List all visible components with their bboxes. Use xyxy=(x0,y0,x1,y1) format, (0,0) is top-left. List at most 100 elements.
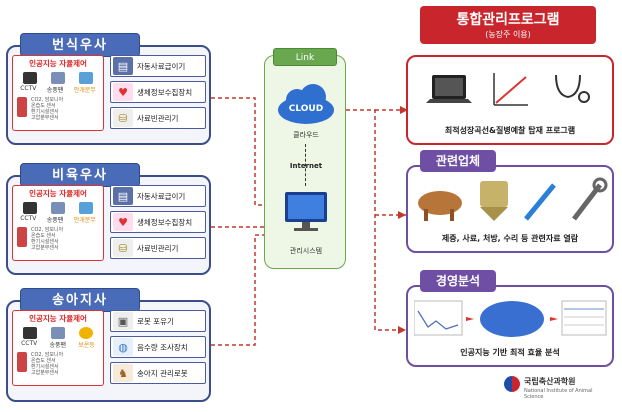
silo-icon: ⛁ xyxy=(113,239,133,257)
ai-label: 송풍팬 xyxy=(46,87,64,94)
monitor-icon xyxy=(285,192,327,231)
device-calf-robot: ♞ 송아지 관리로봇 xyxy=(110,362,206,384)
program-panel: 최적성장곡선&질병예찰 탑재 프로그램 xyxy=(406,55,614,145)
ai-label: 안개분무 xyxy=(73,87,96,94)
connector-barn3 xyxy=(211,234,280,346)
device-label: 자동사료급이기 xyxy=(137,191,186,201)
device-biometric: ♥ 생체정보수집장치 xyxy=(110,211,206,233)
ai-sensor-text: 환기시설센서 xyxy=(31,239,59,245)
internet-label: Internet xyxy=(289,162,323,170)
ai-label: 안개분무 xyxy=(73,217,96,224)
feeder-icon: ▤ xyxy=(113,187,133,205)
program-subtitle: (농장주 이용) xyxy=(485,30,531,39)
barn-title: 비육우사 xyxy=(20,163,140,187)
arrowhead-management xyxy=(398,326,406,334)
heart-icon: ♥ xyxy=(113,213,133,231)
analysis-chart-icon xyxy=(414,300,463,336)
syringe-icon xyxy=(524,183,556,221)
ai-label: CCTV xyxy=(20,85,37,92)
ai-label: CCTV xyxy=(20,215,37,222)
barn-panel-calf: 송아지사 인공지능 자율제어 CCTV 송풍팬 보온등 CO2, 암모니아 온습… xyxy=(6,288,211,402)
mist-icon xyxy=(79,202,93,214)
institute-name: 국립축산과학원 xyxy=(524,377,576,386)
cloud-icon xyxy=(278,84,334,124)
cloud-label: CLOUD xyxy=(288,104,324,114)
program-title-box: 통합관리프로그램 (농장주 이용) xyxy=(420,6,596,44)
mist-icon xyxy=(79,72,93,84)
ai-control-title: 인공지능 자율제어 xyxy=(29,314,87,323)
program-icons xyxy=(426,73,590,106)
device-feeder: ▤ 자동사료급이기 xyxy=(110,185,206,207)
program-caption: 최적성장곡선&질병예찰 탑재 프로그램 xyxy=(444,126,576,135)
device-label: 자동사료급이기 xyxy=(137,61,186,71)
device-biometric: ♥ 생체정보수집장치 xyxy=(110,81,206,103)
related-panel: 제증, 사료, 처방, 수리 등 관련자료 열람 xyxy=(406,165,614,253)
ai-label: 보온등 xyxy=(78,342,95,349)
water-icon: ◍ xyxy=(113,338,133,356)
management-icons xyxy=(414,300,607,337)
ai-label: 송풍팬 xyxy=(46,217,64,224)
heat-lamp-icon xyxy=(79,327,93,339)
robot-icon: ▣ xyxy=(113,312,133,330)
calf-icon: ♞ xyxy=(113,364,133,382)
ai-sensor-text: 고압분무센서 xyxy=(31,245,59,251)
institute-logo-icon xyxy=(504,376,520,392)
sensor-icon xyxy=(17,227,27,247)
feed-silo-icon xyxy=(480,181,508,207)
ai-sensor-text: CO2, 암모니아 xyxy=(31,227,64,233)
heart-icon: ♥ xyxy=(113,83,133,101)
barn-panel-breeding: 번식우사 인공지능 자율제어 CCTV 송풍팬 안개분무 CO2, 암모니아 온… xyxy=(6,33,211,145)
device-label: 사료빈관리기 xyxy=(137,243,179,253)
institute-subname: National Institute of Animal Science xyxy=(524,388,593,400)
cctv-icon xyxy=(23,327,37,339)
ai-sensor-text: 환기시설센서 xyxy=(31,364,59,370)
barn-title: 번식우사 xyxy=(20,33,140,57)
cctv-icon xyxy=(23,72,37,84)
ai-sensor-text: 고압분무센서 xyxy=(31,115,59,121)
silo-icon: ⛁ xyxy=(113,109,133,127)
management-panel: 인공지능 기반 최적 효율 분석 xyxy=(406,285,614,367)
connector-right-trunk xyxy=(346,109,406,331)
management-caption: 인공지능 기반 최적 효율 분석 xyxy=(460,348,560,357)
device-feeder: ▤자동사료급이기 xyxy=(110,55,206,77)
device-label: 음수량 조사장치 xyxy=(137,342,188,352)
fan-icon xyxy=(51,327,65,339)
ai-label: 송풍팬 xyxy=(49,342,67,349)
arrowhead-related xyxy=(398,211,406,219)
device-label: 사료빈관리기 xyxy=(137,113,179,123)
ai-brain-icon xyxy=(480,301,544,337)
cloud-caption: 클라우드 xyxy=(293,131,319,139)
device-robot-feeder: ▣ 로봇 포유기 xyxy=(110,310,206,332)
ai-control-box: 인공지능 자율제어 CCTV 송풍팬 안개분무 CO2, 암모니아 온습도 센서… xyxy=(12,55,104,131)
link-title: Link xyxy=(273,48,337,66)
device-silo: ⛁ 사료빈관리기 xyxy=(110,107,206,129)
ai-sensor-text: 고압분무센서 xyxy=(31,370,59,376)
related-title: 관련업체 xyxy=(420,150,496,172)
internet-line xyxy=(305,144,306,186)
system-caption: 관리시스템 xyxy=(289,247,323,255)
device-label: 생체정보수집장치 xyxy=(137,217,193,227)
device-water-meter: ◍ 음수량 조사장치 xyxy=(110,336,206,358)
program-title: 통합관리프로그램 xyxy=(456,12,560,28)
device-silo: ⛁ 사료빈관리기 xyxy=(110,237,206,259)
cctv-icon xyxy=(23,202,37,214)
device-label: 송아지 관리로봇 xyxy=(137,368,188,378)
fan-icon xyxy=(51,72,65,84)
ai-control-title: 인공지능 자율제어 xyxy=(29,59,87,68)
sensor-icon xyxy=(17,352,27,372)
sensor-icon xyxy=(17,97,27,117)
arrowhead-program xyxy=(400,106,408,114)
barn-title: 송아지사 xyxy=(20,288,140,312)
device-label: 생체정보수집장치 xyxy=(137,87,193,97)
ai-control-box: 인공지능 자율제어 CCTV 송풍팬 보온등 CO2, 암모니아 온습도 센서 … xyxy=(12,310,104,386)
ai-sensor-text: CO2, 암모니아 xyxy=(31,97,64,103)
related-icons xyxy=(418,177,608,221)
data-table-icon xyxy=(561,300,607,336)
ai-control-title: 인공지능 자율제어 xyxy=(29,189,87,198)
ai-sensor-text: 온습도 센서 xyxy=(31,103,56,109)
stethoscope-icon xyxy=(555,74,581,99)
ai-sensor-text: CO2, 암모니아 xyxy=(31,352,64,358)
device-label: 로봇 포유기 xyxy=(137,316,174,326)
ai-control-box: 인공지능 자율제어 CCTV 송풍팬 안개분무 CO2, 암모니아 온습도 센서… xyxy=(12,185,104,261)
ai-sensor-text: 환기시설센서 xyxy=(31,109,59,115)
